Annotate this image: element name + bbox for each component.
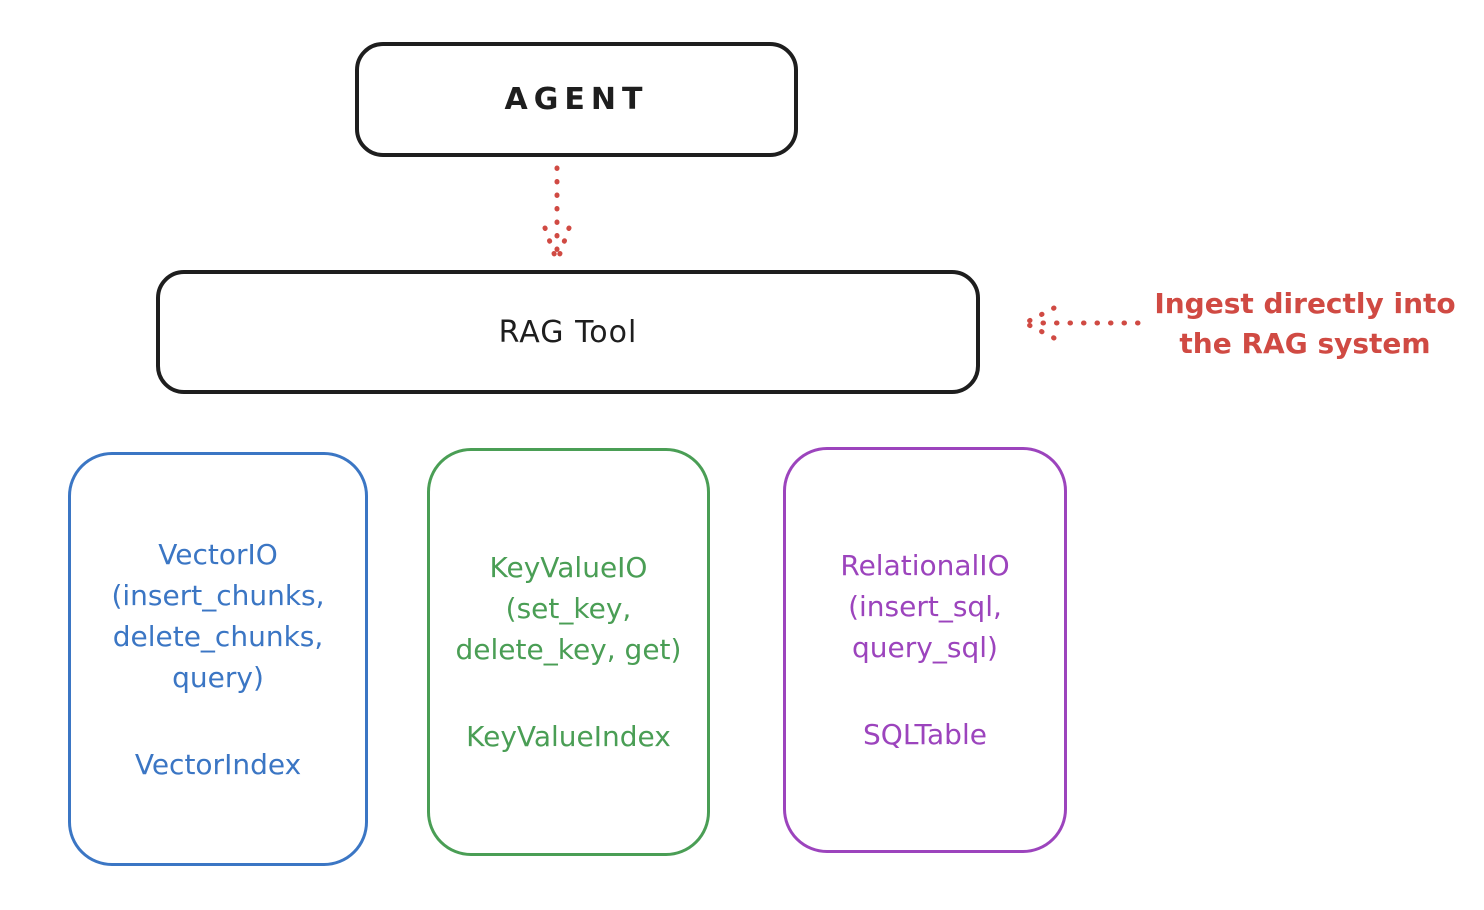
- keyvalue-io-label: KeyValueIO (set_key, delete_key, get) Ke…: [456, 547, 682, 757]
- ingest-annotation: Ingest directly into the RAG system: [1140, 284, 1470, 364]
- vector-io-line: (insert_chunks,: [111, 578, 325, 612]
- keyvalue-index-label: KeyValueIndex: [466, 720, 671, 753]
- rag-tool-box: RAG Tool: [156, 270, 980, 394]
- relational-io-box: RelationalIO (insert_sql, query_sql) SQL…: [783, 447, 1067, 853]
- agent-box: AGENT: [355, 42, 798, 157]
- relational-io-line: RelationalIO: [840, 549, 1010, 582]
- keyvalue-io-line: KeyValueIO: [489, 551, 648, 584]
- sql-table-label: SQLTable: [863, 718, 987, 751]
- vector-io-box: VectorIO (insert_chunks, delete_chunks, …: [68, 452, 368, 866]
- ingest-annotation-line1: Ingest directly into: [1154, 287, 1456, 320]
- vector-index-label: VectorIndex: [134, 747, 302, 781]
- rag-tool-label: RAG Tool: [498, 314, 638, 350]
- relational-io-label: RelationalIO (insert_sql, query_sql) SQL…: [840, 545, 1009, 755]
- vector-io-label: VectorIO (insert_chunks, delete_chunks, …: [111, 534, 324, 785]
- keyvalue-io-line: delete_key, get): [455, 633, 682, 666]
- arrow-ingest-into-ragtool-icon: [1024, 305, 1141, 341]
- keyvalue-io-line: (set_key,: [505, 592, 632, 625]
- relational-io-line: query_sql): [852, 631, 998, 664]
- arrow-agent-to-ragtool-icon: [542, 165, 572, 262]
- relational-io-line: (insert_sql,: [848, 590, 1002, 623]
- keyvalue-io-box: KeyValueIO (set_key, delete_key, get) Ke…: [427, 448, 710, 856]
- agent-label: AGENT: [504, 82, 649, 117]
- vector-io-line: VectorIO: [158, 537, 278, 571]
- vector-io-line: delete_chunks,: [112, 619, 324, 653]
- vector-io-line: query): [172, 660, 264, 694]
- ingest-annotation-line2: the RAG system: [1179, 327, 1431, 360]
